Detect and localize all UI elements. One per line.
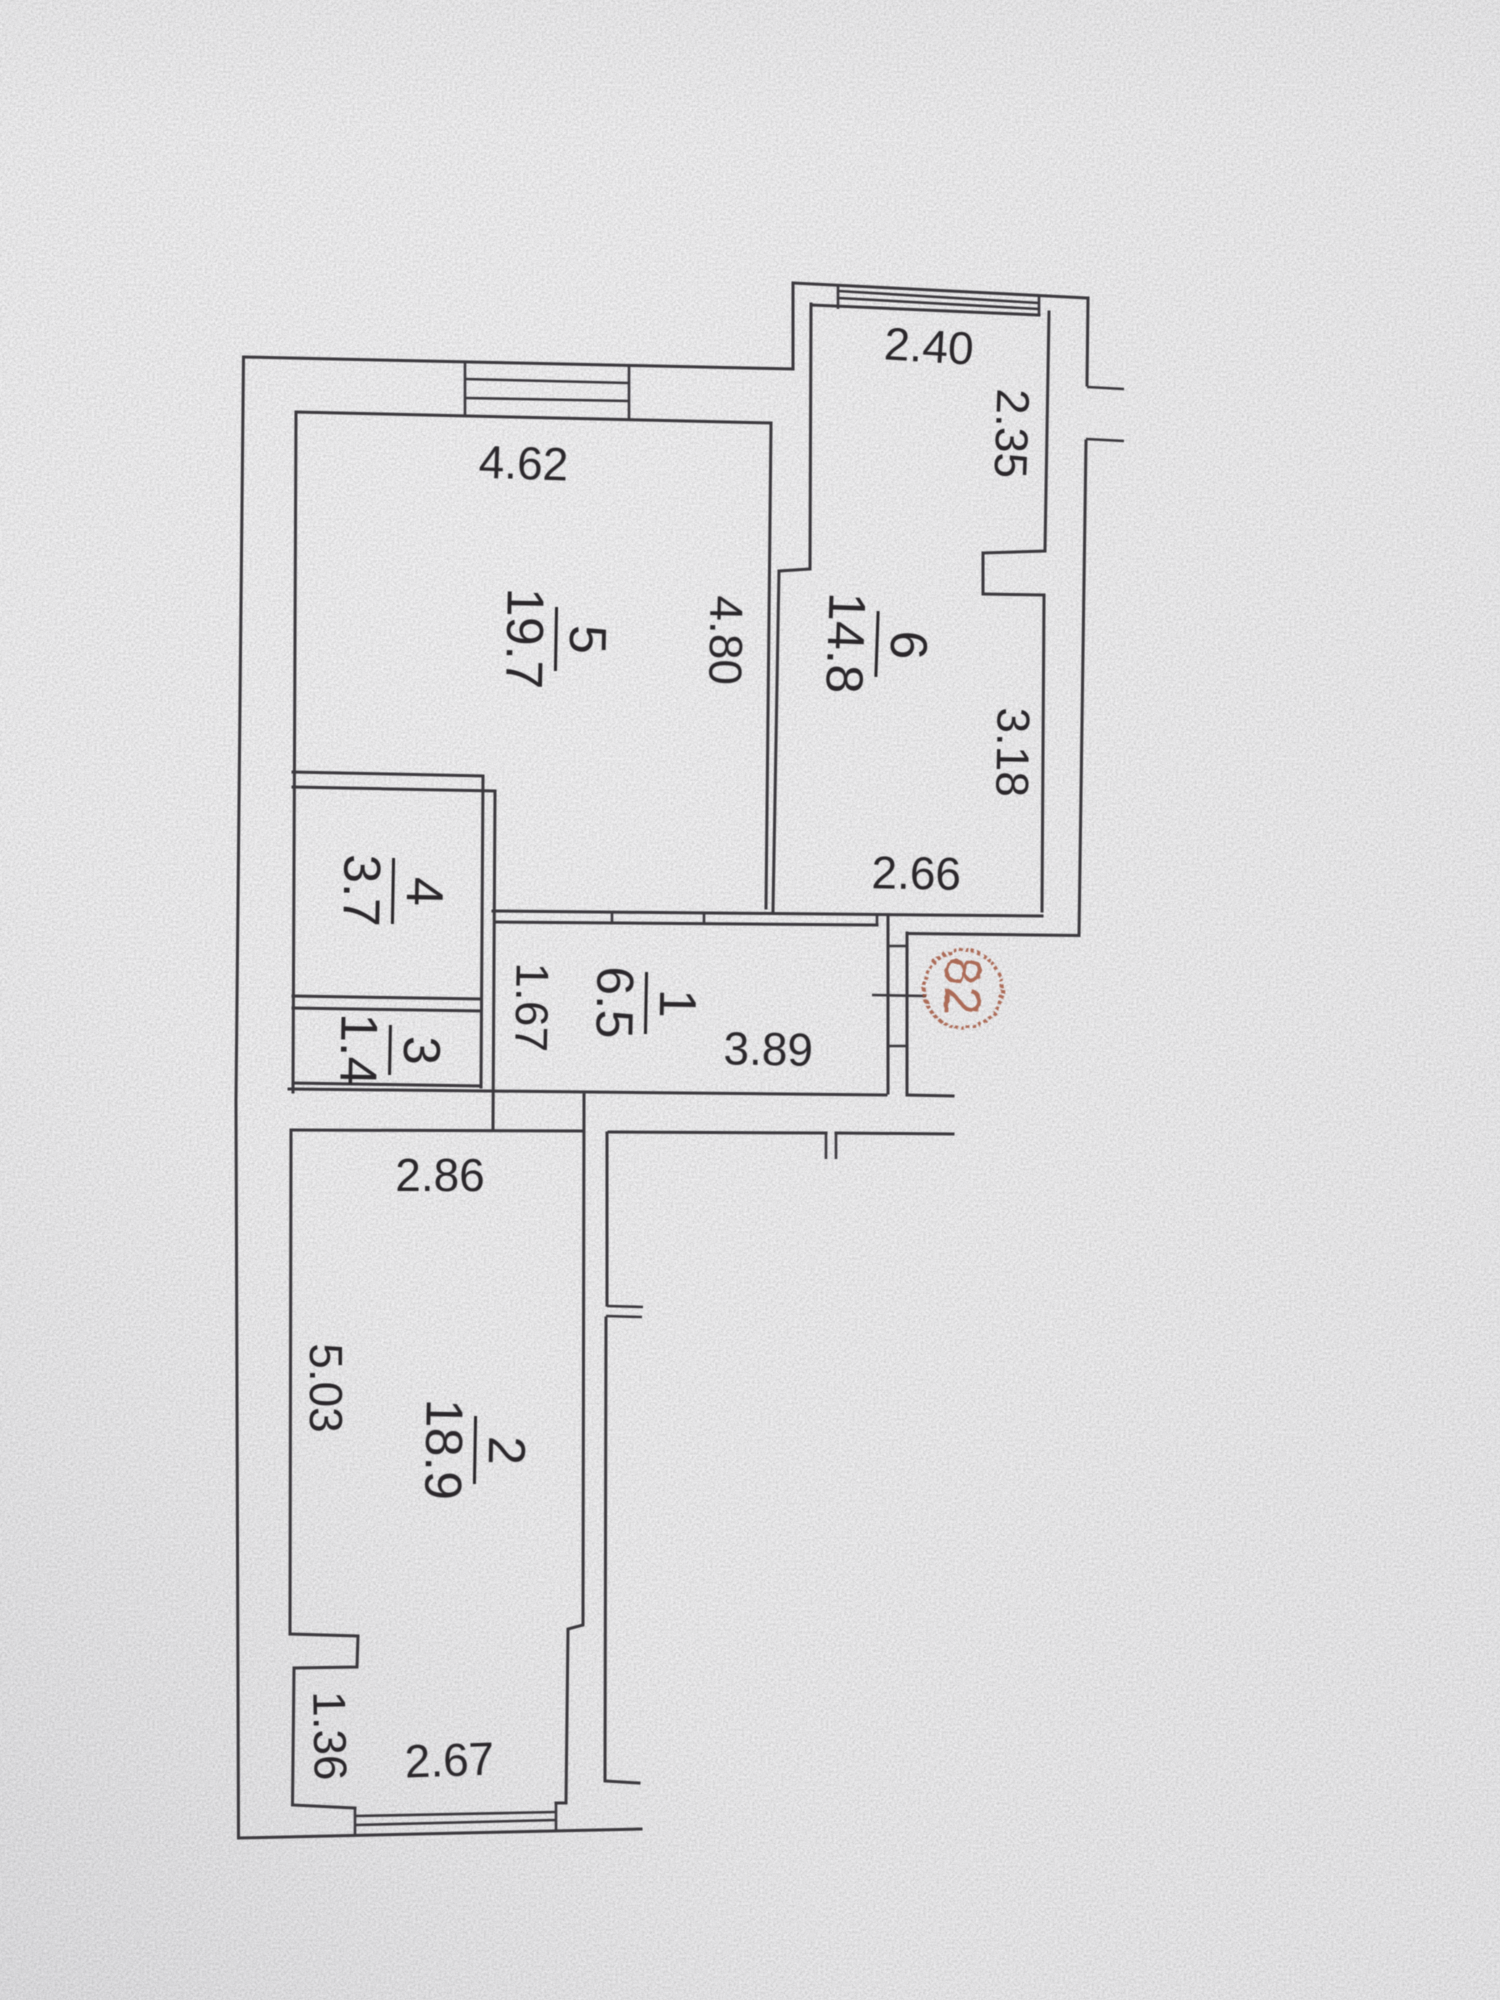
svg-text:14.8: 14.8 <box>814 591 875 694</box>
svg-text:2.66: 2.66 <box>871 846 961 900</box>
svg-text:2.40: 2.40 <box>883 317 976 374</box>
svg-text:2.35: 2.35 <box>984 388 1039 479</box>
svg-text:19.7: 19.7 <box>494 587 554 689</box>
svg-text:4: 4 <box>395 877 453 907</box>
svg-text:3.89: 3.89 <box>723 1022 813 1076</box>
svg-text:3.18: 3.18 <box>986 707 1040 797</box>
svg-text:5: 5 <box>558 625 616 655</box>
svg-text:82: 82 <box>932 956 991 1017</box>
svg-text:5.03: 5.03 <box>300 1343 352 1433</box>
svg-text:1.36: 1.36 <box>303 1691 357 1781</box>
svg-text:2: 2 <box>477 1436 535 1466</box>
svg-text:1.4: 1.4 <box>328 1013 387 1086</box>
svg-text:4.62: 4.62 <box>478 435 569 490</box>
svg-text:3: 3 <box>392 1036 450 1066</box>
svg-text:6: 6 <box>878 630 937 661</box>
svg-text:3.7: 3.7 <box>331 854 390 927</box>
svg-text:1.67: 1.67 <box>505 962 559 1052</box>
svg-text:2.86: 2.86 <box>395 1149 485 1201</box>
svg-text:2.67: 2.67 <box>404 1732 495 1787</box>
svg-text:1: 1 <box>648 989 706 1019</box>
svg-text:18.9: 18.9 <box>413 1398 473 1500</box>
svg-text:6.5: 6.5 <box>584 966 643 1039</box>
svg-text:4.80: 4.80 <box>699 595 753 685</box>
